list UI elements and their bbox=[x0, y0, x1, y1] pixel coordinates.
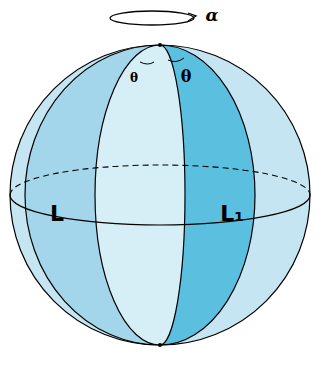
angle-arc bbox=[140, 62, 154, 64]
lune-region: L₁ bbox=[218, 199, 246, 228]
pole-point bbox=[158, 43, 162, 47]
lune-l bbox=[25, 45, 160, 345]
rotation-label: α bbox=[205, 5, 218, 25]
equator-front bbox=[10, 195, 310, 225]
angle-arc bbox=[168, 58, 184, 62]
angle-label: θ bbox=[130, 71, 138, 85]
rotation-arrowhead bbox=[188, 13, 196, 21]
region-label: L bbox=[50, 201, 64, 226]
equator-back bbox=[10, 165, 310, 195]
pole-point bbox=[158, 343, 162, 347]
lune-l1 bbox=[160, 45, 255, 345]
angle-label: θ bbox=[181, 67, 192, 86]
lune-region: L bbox=[48, 199, 66, 228]
region-label: L₁ bbox=[220, 201, 244, 226]
rotation-ellipse bbox=[110, 11, 194, 25]
sphere bbox=[10, 45, 310, 345]
